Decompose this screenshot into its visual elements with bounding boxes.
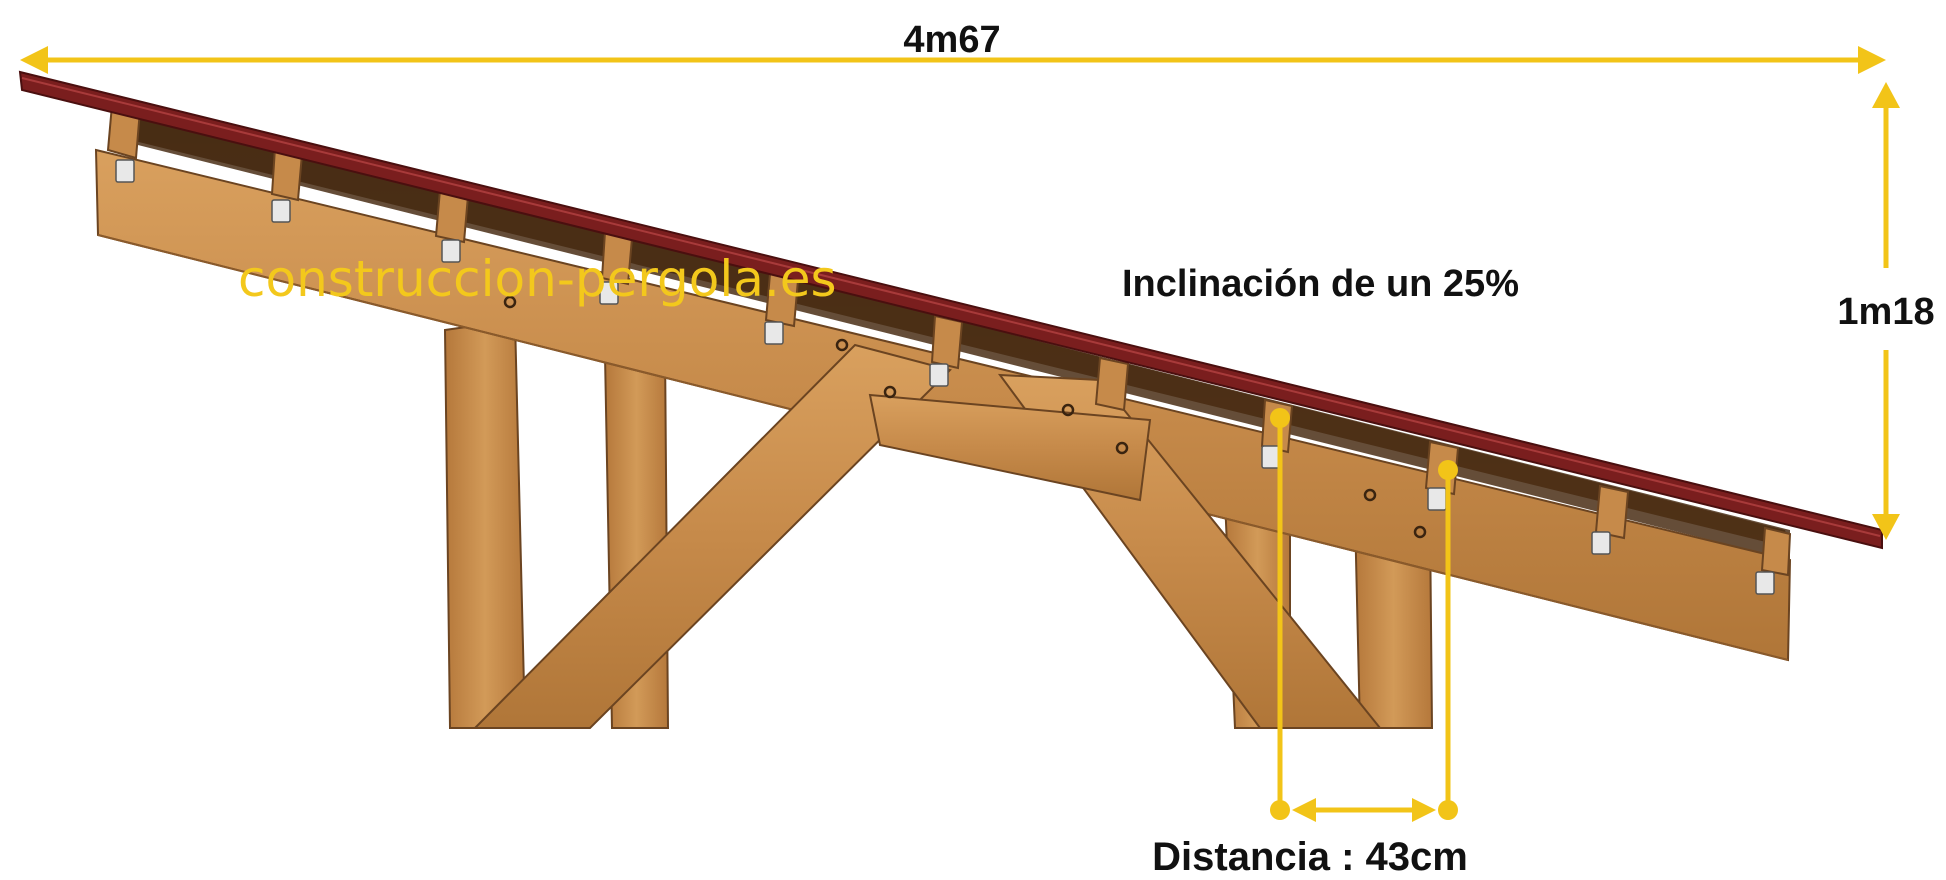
watermark-text: construccion-pergola.es — [238, 250, 837, 308]
height-label: 1m18 — [1837, 291, 1934, 333]
slope-label: Inclinación de un 25% — [1122, 263, 1519, 305]
spacing-label: Distancia : 43cm — [1152, 835, 1468, 879]
spacing-dimension — [1270, 408, 1458, 822]
width-label: 4m67 — [903, 19, 1000, 61]
width-dimension — [20, 46, 1886, 74]
bolts — [503, 295, 1427, 539]
height-dimension — [1872, 82, 1900, 540]
post-left-outer — [443, 318, 527, 729]
braces — [472, 343, 1383, 729]
brace-left — [472, 343, 952, 729]
roof-highlight — [21, 77, 1881, 537]
roof-panel — [18, 70, 1883, 550]
center-block — [868, 393, 1152, 502]
